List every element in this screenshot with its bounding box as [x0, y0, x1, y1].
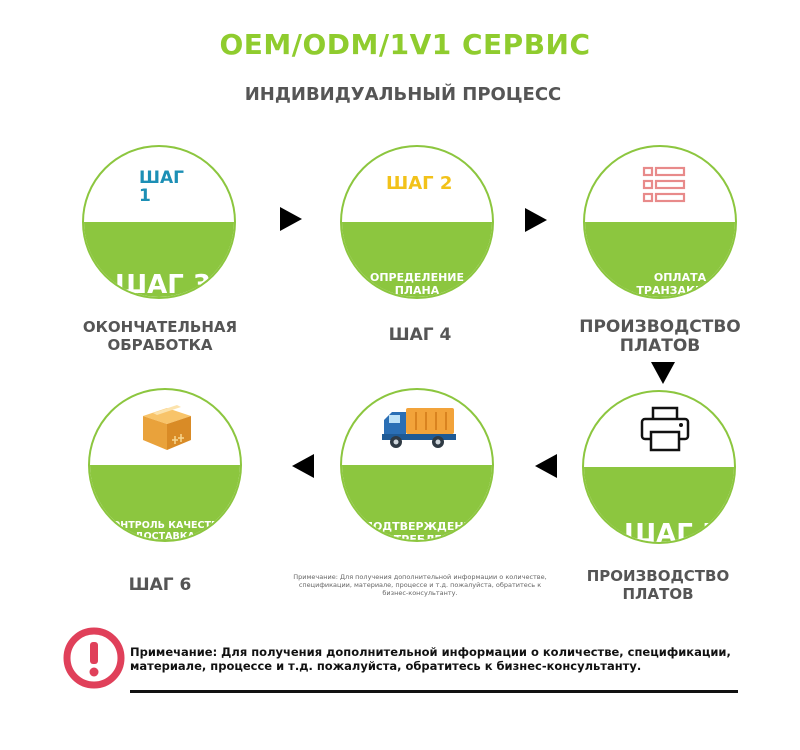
- step-6-green-fill: [584, 467, 734, 542]
- step-1-top-label: ШАГ 1: [139, 168, 184, 206]
- step-circle-1: ШАГ 1 ШАГ 3: [82, 145, 236, 299]
- arrow-down: [651, 362, 675, 384]
- step-1-caption: ОКОНЧАТЕЛЬНАЯ ОБРАБОТКА: [82, 318, 238, 354]
- box-icon: [143, 405, 191, 450]
- printer-icon: [640, 406, 690, 452]
- step-5-bottom-label: ПОДТВЕРЖДЕНИЕ ПОТРЕБЛЕНИЯ: [363, 520, 481, 542]
- arrow-left-1: [292, 454, 314, 478]
- step-3-bottom-label: ОПЛАТА ТРАНЗАКЦИИ: [636, 271, 724, 297]
- page-subtitle: ИНДИВИДУАЛЬНЫЙ ПРОЦЕСС: [244, 84, 562, 105]
- step-circle-3: ОПЛАТА ТРАНЗАКЦИИ: [583, 145, 737, 299]
- step-circle-6: ШАГ 5: [582, 390, 736, 544]
- step-1-bottom-label: ШАГ 3: [115, 270, 211, 299]
- divider-line: [130, 690, 738, 693]
- step-6-bottom-label: ШАГ 5: [624, 519, 720, 544]
- step-circle-4: КОНТРОЛЬ КАЧЕСТВА ДОСТАВКА: [88, 388, 242, 542]
- step-circle-5: ПОДТВЕРЖДЕНИЕ ПОТРЕБЛЕНИЯ: [340, 388, 494, 542]
- step-5-green-fill: [342, 465, 492, 540]
- step-4-caption: ШАГ 6: [128, 575, 192, 595]
- arrow-left-2: [535, 454, 557, 478]
- step-6-caption: ПРОИЗВОДСТВО ПЛАТОВ: [586, 567, 730, 603]
- step-3-green-fill: [585, 222, 735, 297]
- step-3-caption: ПРОИЗВОДСТВО ПЛАТОВ: [579, 317, 741, 356]
- step-2-bottom-label: ОПРЕДЕЛЕНИЕ ПЛАНА: [369, 271, 465, 297]
- note-text: Примечание: Для получения дополнительной…: [130, 645, 731, 673]
- truck-icon: [382, 408, 456, 448]
- alert-icon: [63, 627, 125, 689]
- step-2-top-label: ШАГ 2: [386, 173, 453, 194]
- step-4-bottom-label: КОНТРОЛЬ КАЧЕСТВА ДОСТАВКА: [104, 520, 226, 542]
- step-2-green-fill: [342, 222, 492, 297]
- arrow-right-2: [525, 208, 547, 232]
- tiny-note: Примечание: Для получения дополнительной…: [293, 573, 547, 597]
- step-circle-2: ШАГ 2 ОПРЕДЕЛЕНИЕ ПЛАНА: [340, 145, 494, 299]
- step-1-green-fill: [84, 222, 234, 297]
- list-icon: [642, 166, 686, 203]
- step-4-green-fill: [90, 465, 240, 540]
- step-2-caption: ШАГ 4: [388, 325, 452, 345]
- arrow-right-1: [280, 207, 302, 231]
- page-title: OEM/ODM/1V1 СЕРВИС: [219, 28, 591, 61]
